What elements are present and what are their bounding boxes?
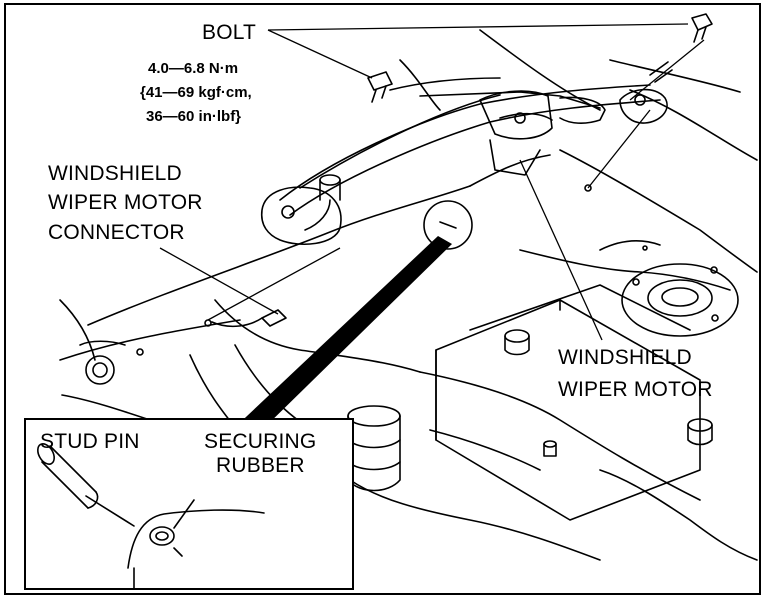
torque-spec-line3: 36—60 in·lbf}	[146, 108, 242, 125]
bolt-label: BOLT	[202, 21, 257, 44]
connector-label-line1: WINDSHIELD	[48, 162, 182, 185]
securing-rubber-label-line1: SECURING	[204, 430, 317, 453]
torque-spec-line1: 4.0—6.8 N·m	[148, 60, 239, 77]
connector-label-line2: WIPER MOTOR	[48, 191, 203, 214]
motor-label-line2: WIPER MOTOR	[558, 378, 713, 401]
motor-label-line1: WINDSHIELD	[558, 346, 692, 369]
stud-pin-label: STUD PIN	[40, 430, 140, 453]
connector-label-line3: CONNECTOR	[48, 221, 185, 244]
stud-pin-detail-illustration	[37, 443, 265, 590]
detail-inset: STUD PIN SECURING RUBBER	[24, 418, 354, 590]
torque-spec-line2: {41—69 kgf·cm,	[140, 84, 252, 101]
securing-rubber-label-line2: RUBBER	[216, 454, 305, 477]
